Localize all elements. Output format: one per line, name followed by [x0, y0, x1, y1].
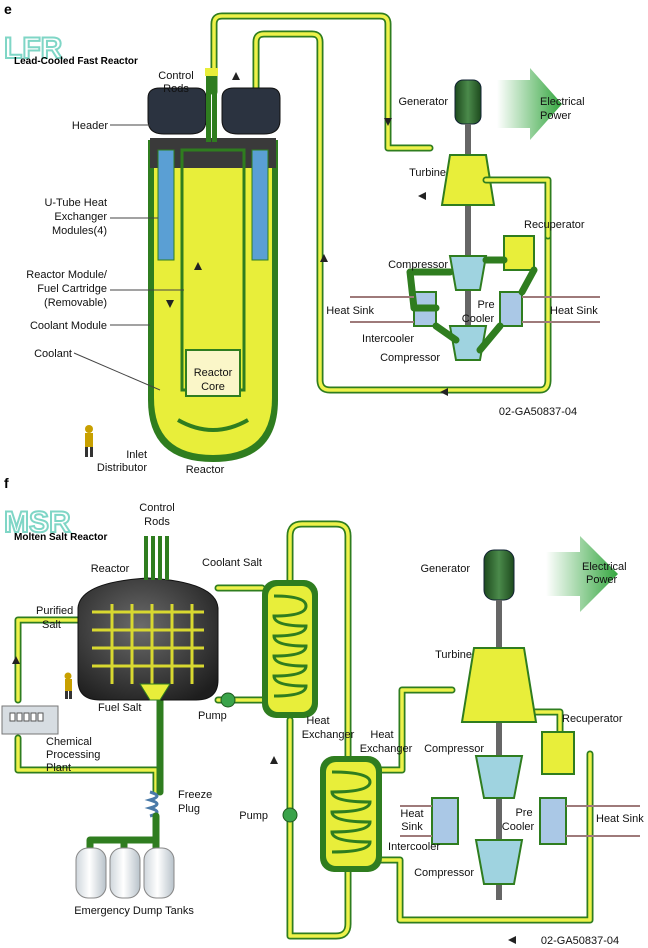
lfr-label-reactor-module-2: Fuel Cartridge	[37, 283, 107, 295]
panel-msr: f MSR Molten Salt Reactor	[1, 475, 644, 947]
msr-label-control-rods-2: Rods	[144, 516, 170, 528]
lfr-recuperator-body	[503, 235, 535, 271]
lfr-label-heat-sink-right: Heat Sink	[550, 305, 598, 317]
msr-logo: MSR	[4, 506, 71, 539]
msr-subtitle: Molten Salt Reactor	[14, 532, 107, 543]
msr-label-generator: Generator	[420, 563, 470, 575]
msr-label-turbine: Turbine	[435, 649, 472, 661]
msr-recuperator-body	[541, 731, 575, 775]
msr-label-chem-1: Chemical	[46, 736, 92, 748]
msr-pump-top-icon	[220, 692, 236, 708]
lfr-label-power-1: Electrical	[540, 96, 585, 108]
lfr-label-reactor-module-1: Reactor Module/	[26, 269, 108, 281]
msr-label-purified-2: Salt	[42, 619, 61, 631]
msr-label-reactor: Reactor	[91, 563, 130, 575]
lfr-label-power-2: Power	[540, 110, 572, 122]
lfr-label-u-tube-3: Modules(4)	[52, 225, 107, 237]
panel-letter-f: f	[4, 475, 9, 491]
msr-label-pre-1: Pre	[515, 807, 532, 819]
msr-code: 02-GA50837-04	[541, 935, 619, 947]
lfr-label-turbine: Turbine	[409, 167, 446, 179]
lfr-label-compressor-bottom: Compressor	[380, 352, 440, 364]
msr-label-pre-2: Cooler	[502, 821, 535, 833]
lfr-label-reactor-module-3: (Removable)	[44, 297, 107, 309]
msr-heat-exchanger-2	[320, 756, 382, 872]
msr-label-recuperator: Recuperator	[562, 713, 623, 725]
lfr-person-icon	[85, 425, 93, 457]
lfr-power-conversion	[406, 68, 562, 361]
msr-person-icon	[64, 672, 72, 699]
msr-freeze-plug	[144, 790, 159, 818]
lfr-reactor-core	[185, 349, 241, 397]
msr-heat-exchanger-1	[262, 580, 318, 718]
msr-label-chem-2: Processing	[46, 749, 100, 761]
lfr-label-reactor: Reactor	[186, 464, 225, 476]
flow-arrows	[12, 72, 516, 944]
lfr-loop-pipe	[210, 12, 552, 394]
msr-label-heat-sink-left-1: Heat	[400, 808, 423, 820]
msr-label-heat-sink-left-2: Sink	[401, 821, 423, 833]
msr-label-heat-exchanger-right-2: Exchanger	[360, 743, 413, 755]
lfr-generator-body	[454, 79, 482, 125]
msr-dump-tanks	[75, 812, 175, 899]
lfr-label-heat-sink-left: Heat Sink	[326, 305, 374, 317]
msr-chemical-plant	[1, 705, 59, 735]
lfr-reactor-vessel	[148, 138, 278, 462]
lfr-label-recuperator: Recuperator	[524, 219, 585, 231]
msr-power-arrow	[546, 536, 618, 612]
msr-label-fuel-salt: Fuel Salt	[98, 702, 141, 714]
msr-label-power-2: Power	[586, 574, 618, 586]
msr-label-heat-exchanger-left-2: Exchanger	[302, 729, 355, 741]
msr-control-rods	[144, 536, 169, 580]
msr-label-intercooler: Intercooler	[388, 841, 440, 853]
msr-label-freeze-1: Freeze	[178, 789, 212, 801]
lfr-label-coolant-module: Coolant Module	[30, 320, 107, 332]
msr-label-heat-exchanger-right-1: Heat	[370, 729, 393, 741]
msr-turbine-body	[460, 647, 538, 723]
lfr-label-coolant: Coolant	[34, 348, 72, 360]
lfr-turbine-body	[440, 154, 496, 206]
msr-pump-bottom-icon	[282, 807, 298, 823]
msr-label-purified-1: Purified	[36, 605, 73, 617]
panel-letter-e: e	[4, 1, 12, 17]
msr-power-conversion	[400, 536, 640, 900]
lfr-subtitle: Lead-Cooled Fast Reactor	[14, 56, 138, 67]
lfr-label-generator: Generator	[398, 96, 448, 108]
msr-label-heat-sink-right: Heat Sink	[596, 813, 644, 825]
lfr-label-inlet-1: Inlet	[126, 449, 147, 461]
lfr-label-u-tube-2: Exchanger	[54, 211, 107, 223]
msr-label-chem-3: Plant	[46, 762, 71, 774]
msr-label-freeze-2: Plug	[178, 803, 200, 815]
lfr-label-header: Header	[72, 120, 108, 132]
msr-label-control-rods-1: Control	[139, 502, 174, 514]
msr-generator-body	[483, 549, 515, 601]
msr-label-compressor-top: Compressor	[424, 743, 484, 755]
lfr-code: 02-GA50837-04	[499, 406, 577, 418]
msr-label-pump-bottom: Pump	[239, 810, 268, 822]
msr-label-dump-tanks: Emergency Dump Tanks	[74, 905, 194, 917]
msr-label-power-1: Electrical	[582, 561, 627, 573]
lfr-label-control-rods-1: Control	[158, 70, 193, 82]
msr-label-heat-exchanger-left-1: Heat	[306, 715, 329, 727]
lfr-label-pre-2: Cooler	[462, 313, 495, 325]
msr-label-pump-top: Pump	[198, 710, 227, 722]
lfr-control-rods	[205, 68, 218, 142]
msr-label-compressor-bottom: Compressor	[414, 867, 474, 879]
lfr-label-reactor-core-1: Reactor	[194, 367, 233, 379]
msr-reactor-vessel	[77, 577, 219, 701]
lfr-label-intercooler: Intercooler	[362, 333, 414, 345]
lfr-label-control-rods-2: Rods	[163, 83, 189, 95]
panel-lfr: e LFR Lead-Cooled Fast Reactor	[3, 1, 600, 476]
lfr-logo: LFR	[4, 32, 63, 65]
lfr-label-inlet-2: Distributor	[97, 462, 147, 474]
msr-label-coolant-salt: Coolant Salt	[202, 557, 262, 569]
lfr-headers	[147, 87, 281, 135]
lfr-label-u-tube-1: U-Tube Heat	[44, 197, 107, 209]
lfr-label-pre-1: Pre	[477, 299, 494, 311]
lfr-label-compressor-top: Compressor	[388, 259, 448, 271]
lfr-power-arrow	[497, 68, 562, 140]
lfr-label-reactor-core-2: Core	[201, 381, 225, 393]
